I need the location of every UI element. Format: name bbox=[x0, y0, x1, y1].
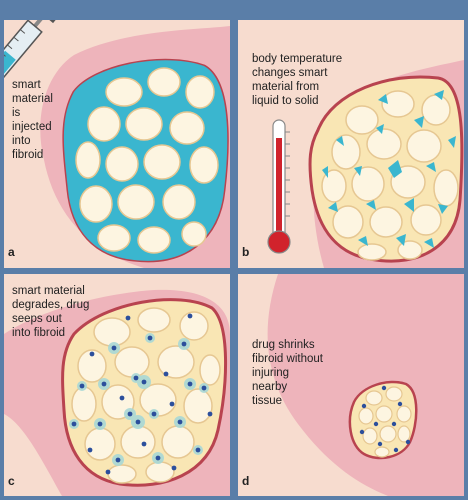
panel-a-graphic bbox=[4, 20, 230, 268]
caption-a: smart material is injected into fibroid bbox=[12, 79, 53, 161]
panel-d-graphic bbox=[267, 274, 464, 496]
panel-letter-a: a bbox=[8, 245, 15, 259]
panel-c: smart material degrades, drug seeps out … bbox=[4, 274, 230, 496]
panel-c-graphic bbox=[4, 289, 230, 496]
panel-d: drug shrinks fibroid without injuring ne… bbox=[238, 274, 464, 496]
smart-material-solid bbox=[322, 90, 456, 248]
fibroid-cells bbox=[71, 307, 221, 484]
panel-b: body temperature changes smart material … bbox=[238, 20, 464, 268]
thermometer-icon bbox=[267, 119, 291, 254]
panel-letter-d: d bbox=[242, 474, 250, 488]
drug-particles bbox=[69, 313, 213, 475]
syringe-icon bbox=[4, 20, 56, 86]
drug-particles bbox=[359, 385, 411, 453]
caption-d: drug shrinks fibroid without injuring ne… bbox=[252, 339, 323, 407]
fibroid-cells bbox=[63, 60, 228, 261]
caption-b: body temperature changes smart material … bbox=[252, 53, 343, 107]
panel-a: smart material is injected into fibroid … bbox=[4, 20, 230, 268]
panel-letter-b: b bbox=[242, 245, 250, 259]
tissue-region bbox=[267, 274, 464, 496]
fibroid-cells bbox=[358, 386, 412, 458]
panel-b-graphic bbox=[267, 60, 464, 268]
caption-c: smart material degrades, drug seeps out … bbox=[12, 285, 90, 339]
panel-letter-c: c bbox=[8, 474, 15, 488]
fibroid-cells bbox=[321, 90, 459, 261]
